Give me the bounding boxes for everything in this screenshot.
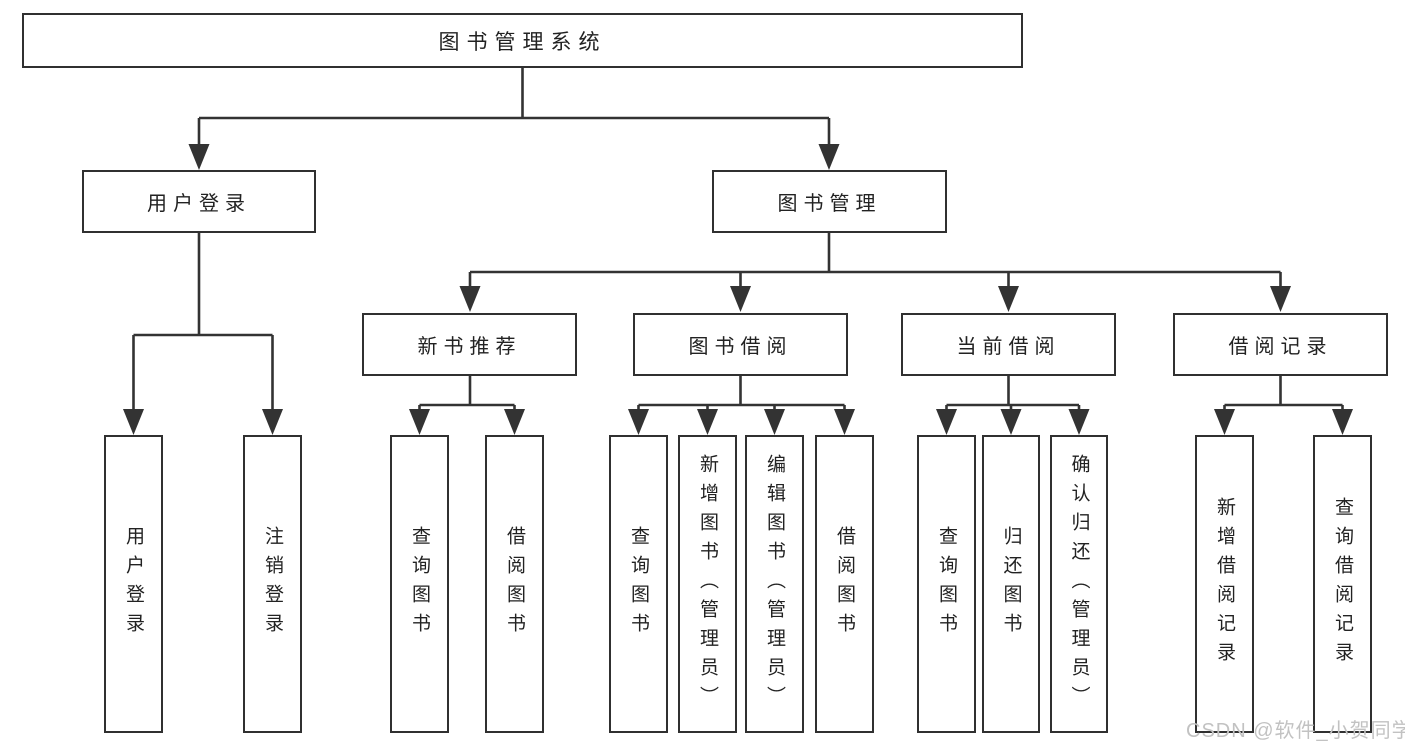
leaf-cb-return-books-label: 归还图书 [1000, 526, 1022, 642]
leaf-br-search-record: 查询借阅记录 [1313, 435, 1372, 733]
node-book-management-label: 图书管理 [777, 193, 882, 215]
leaf-user-login: 用户登录 [104, 435, 163, 733]
leaf-bb-search-books-label: 查询图书 [628, 526, 649, 642]
node-current-borrowing-label: 当前借阅 [956, 336, 1061, 358]
node-current-borrowing: 当前借阅 [901, 313, 1116, 376]
leaf-cb-search-books-label: 查询图书 [936, 526, 957, 642]
leaf-bb-add-books-admin-label: 新增图书（管理员） [697, 453, 718, 715]
node-book-borrowing: 图书借阅 [633, 313, 848, 376]
leaf-bb-borrow-books: 借阅图书 [815, 435, 874, 733]
node-library-management-system: 图书管理系统 [22, 13, 1023, 68]
leaf-cb-confirm-return-admin-label: 确认归还（管理员） [1068, 453, 1090, 715]
leaf-logout-login: 注销登录 [243, 435, 302, 733]
node-book-borrowing-label: 图书借阅 [688, 336, 793, 358]
leaf-bb-edit-books-admin-label: 编辑图书（管理员） [764, 453, 785, 715]
leaf-cb-search-books: 查询图书 [917, 435, 976, 733]
leaf-logout-login-label: 注销登录 [262, 526, 283, 642]
node-borrowing-records: 借阅记录 [1173, 313, 1388, 376]
node-borrowing-records-label: 借阅记录 [1228, 336, 1333, 358]
leaf-cb-return-books: 归还图书 [982, 435, 1040, 733]
leaf-br-add-record-label: 新增借阅记录 [1214, 497, 1235, 671]
leaf-bb-add-books-admin: 新增图书（管理员） [678, 435, 737, 733]
leaf-bb-search-books: 查询图书 [609, 435, 668, 733]
node-user-login: 用户登录 [82, 170, 316, 233]
node-user-login-label: 用户登录 [147, 193, 251, 215]
node-new-book-recommendation: 新书推荐 [362, 313, 577, 376]
leaf-bb-borrow-books-label: 借阅图书 [834, 526, 855, 642]
node-new-book-recommendation-label: 新书推荐 [417, 336, 522, 358]
leaf-rec-borrow-books: 借阅图书 [485, 435, 544, 733]
leaf-user-login-label: 用户登录 [123, 526, 144, 642]
leaf-br-search-record-label: 查询借阅记录 [1332, 497, 1353, 671]
csdn-watermark: CSDN @软件_小贺同学 [1186, 720, 1405, 742]
node-book-management: 图书管理 [712, 170, 947, 233]
leaf-rec-search-books-label: 查询图书 [409, 526, 430, 642]
leaf-br-add-record: 新增借阅记录 [1195, 435, 1254, 733]
leaf-bb-edit-books-admin: 编辑图书（管理员） [745, 435, 804, 733]
leaf-rec-search-books: 查询图书 [390, 435, 449, 733]
leaf-cb-confirm-return-admin: 确认归还（管理员） [1050, 435, 1108, 733]
node-library-management-system-label: 图书管理系统 [438, 30, 607, 54]
leaf-rec-borrow-books-label: 借阅图书 [504, 526, 525, 642]
